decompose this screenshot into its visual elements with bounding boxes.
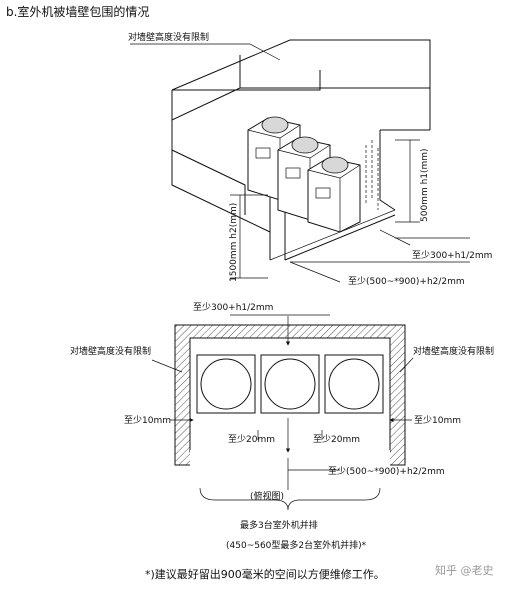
iso-h1-label: 500mm h1(mm) bbox=[420, 148, 430, 222]
top-between-left-label: 至少20mm bbox=[228, 434, 275, 445]
top-gap-label: 至少300+h1/2mm bbox=[193, 302, 273, 313]
max-units-note: (450~560型最多2台室外机并排)* bbox=[226, 539, 367, 551]
max-units-caption: 最多3台室外机并排 bbox=[240, 519, 318, 531]
outdoor-unit-3 bbox=[307, 156, 361, 233]
top-wall-left-label: 对墙壁高度没有限制 bbox=[70, 345, 151, 357]
footnote: *)建议最好留出900毫米的空间以方便维修工作。 bbox=[145, 567, 385, 581]
top-unit-2 bbox=[260, 354, 320, 414]
top-view-caption: (俯视图) bbox=[250, 490, 284, 502]
top-view: 至少300+h1/2mm 对墙壁高度没有限制 对墙壁高度没有限制 至少10mm … bbox=[70, 302, 494, 551]
iso-h2-label: 1500mm h2(mm) bbox=[229, 203, 239, 282]
isometric-view: 对墙壁高度没有限制 500mm h1(mm) 1500mm h2(mm) 至少3… bbox=[128, 31, 492, 287]
section-title: b.室外机被墙壁包围的情况 bbox=[6, 4, 149, 19]
top-wall-right-label: 对墙壁高度没有限制 bbox=[413, 345, 494, 357]
top-between-right-label: 至少20mm bbox=[313, 434, 360, 445]
top-unit-1 bbox=[196, 354, 256, 414]
top-side-right-label: 至少10mm bbox=[414, 415, 461, 426]
iso-gap-front-label: 至少(500~*900)+h2/2mm bbox=[348, 276, 465, 287]
top-side-left-label: 至少10mm bbox=[124, 415, 171, 426]
watermark: 知乎 @老史 bbox=[435, 563, 494, 577]
iso-gap-right-label: 至少300+h1/2mm bbox=[412, 250, 492, 261]
top-unit-3 bbox=[324, 354, 384, 414]
top-gap-front-label: 至少(500~*900)+h2/2mm bbox=[328, 466, 445, 477]
iso-wall-unlimited-label: 对墙壁高度没有限制 bbox=[128, 31, 209, 43]
